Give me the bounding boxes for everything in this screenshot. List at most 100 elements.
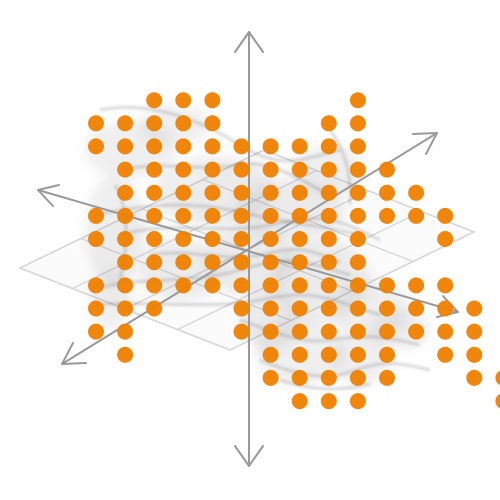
scatter-dot [262,184,279,201]
scatter-dot [320,254,337,271]
scatter-dot [291,184,308,201]
scatter-dot [117,161,134,178]
scatter-dot [349,184,366,201]
scatter-dot [88,207,104,224]
scatter-dot [291,138,308,155]
scatter-dot [175,231,192,247]
scatter-dot [204,115,221,132]
scatter-dot [320,231,337,247]
scatter-dot [437,231,454,247]
scatter-dot [379,369,395,386]
scatter-dot [233,138,250,155]
scatter-dot [146,254,163,271]
scatter-dot [262,254,279,271]
scatter-dot [349,161,366,178]
scatter-dot [175,92,192,109]
haze-strand [94,293,381,317]
scatter-dot [349,393,366,410]
depth-axis-back-arrowhead-icon [412,132,438,155]
scatter-dot [262,161,279,178]
scatter-dot [175,277,192,294]
haze-strand [279,378,371,391]
scatter-dot [291,346,308,363]
scatter-dot [117,207,134,224]
scatter-dot [233,277,250,294]
scatter-dot [146,277,163,294]
scatter-dot [320,115,337,132]
scatter-dot [320,161,337,178]
scatter-dot [291,393,308,410]
scatter-dot [262,277,279,294]
scatter-dot [291,277,308,294]
scatter-dot [349,231,366,247]
scatter-dot [117,277,134,294]
scatter-dot [233,231,250,247]
haze-strand [328,129,352,206]
scatter-dot [466,300,483,317]
scatter-dot [495,393,500,409]
scatter-dot [320,300,337,317]
scatter-dot [291,231,308,247]
scatter-dot [466,323,483,340]
scatter-dot [146,161,163,178]
scatter-dot [146,231,163,247]
scatter-dot [175,184,192,201]
scatter-dot [262,207,279,224]
scatter-dot [204,161,221,178]
scatter-dot [349,369,366,386]
scatter-dot [262,231,279,247]
scatter-dot [146,115,163,132]
scatter-dot [88,138,104,155]
scatter-dot [88,300,104,317]
vertical-axis-top-arrowhead-icon [234,31,264,53]
depth-axis-front-arrowhead-icon [61,342,87,365]
scatter-dot [408,323,425,340]
scatter-dot [379,346,395,363]
scatter-dot [408,207,425,224]
scatter-dot [320,369,337,386]
scatter-dot [408,277,425,294]
scatter-dot [379,277,395,294]
haze-blob [370,310,430,350]
scatter-dot [437,346,454,363]
scatter-dot [349,207,366,224]
scatter-dot [495,370,500,386]
scatter-dot [233,300,250,317]
scatter-dot [233,207,250,224]
scatter-dot [408,184,425,201]
scatter-dot [262,323,279,340]
scatter-dot [146,92,163,109]
scatter-dot [204,138,221,155]
scatter-dot [379,207,395,224]
scatter-dot [320,138,337,155]
scatter-dot [320,277,337,294]
scatter-dot [175,115,192,132]
scatter-dot [291,207,308,224]
scatter-dot [320,323,337,340]
scatter-dot [291,254,308,271]
scatter-dot [262,300,279,317]
scatter-dot [204,207,221,224]
scatter-dot [349,138,366,155]
scatter-dot [291,369,308,386]
vertical-axis-bottom-arrowhead-icon [234,445,264,467]
scatter-dot [88,277,104,294]
scatter-dot [88,231,104,247]
scatter-dot [262,138,279,155]
scatter-dot [204,254,221,271]
scatter-dot [117,138,134,155]
scatter-dot [379,323,395,340]
scatter-dot [146,138,163,155]
scatter-dot [88,115,104,132]
scatter-dot [233,184,250,201]
scatter-dot [320,207,337,224]
scatter-dot [349,277,366,294]
haze-blob [140,105,210,145]
scatter-dot [117,184,134,201]
scatter-dot [437,300,454,317]
scatter-dot [175,161,192,178]
haze-strand [119,217,381,242]
scatter-dot [204,184,221,201]
scatter-dot [437,323,454,340]
